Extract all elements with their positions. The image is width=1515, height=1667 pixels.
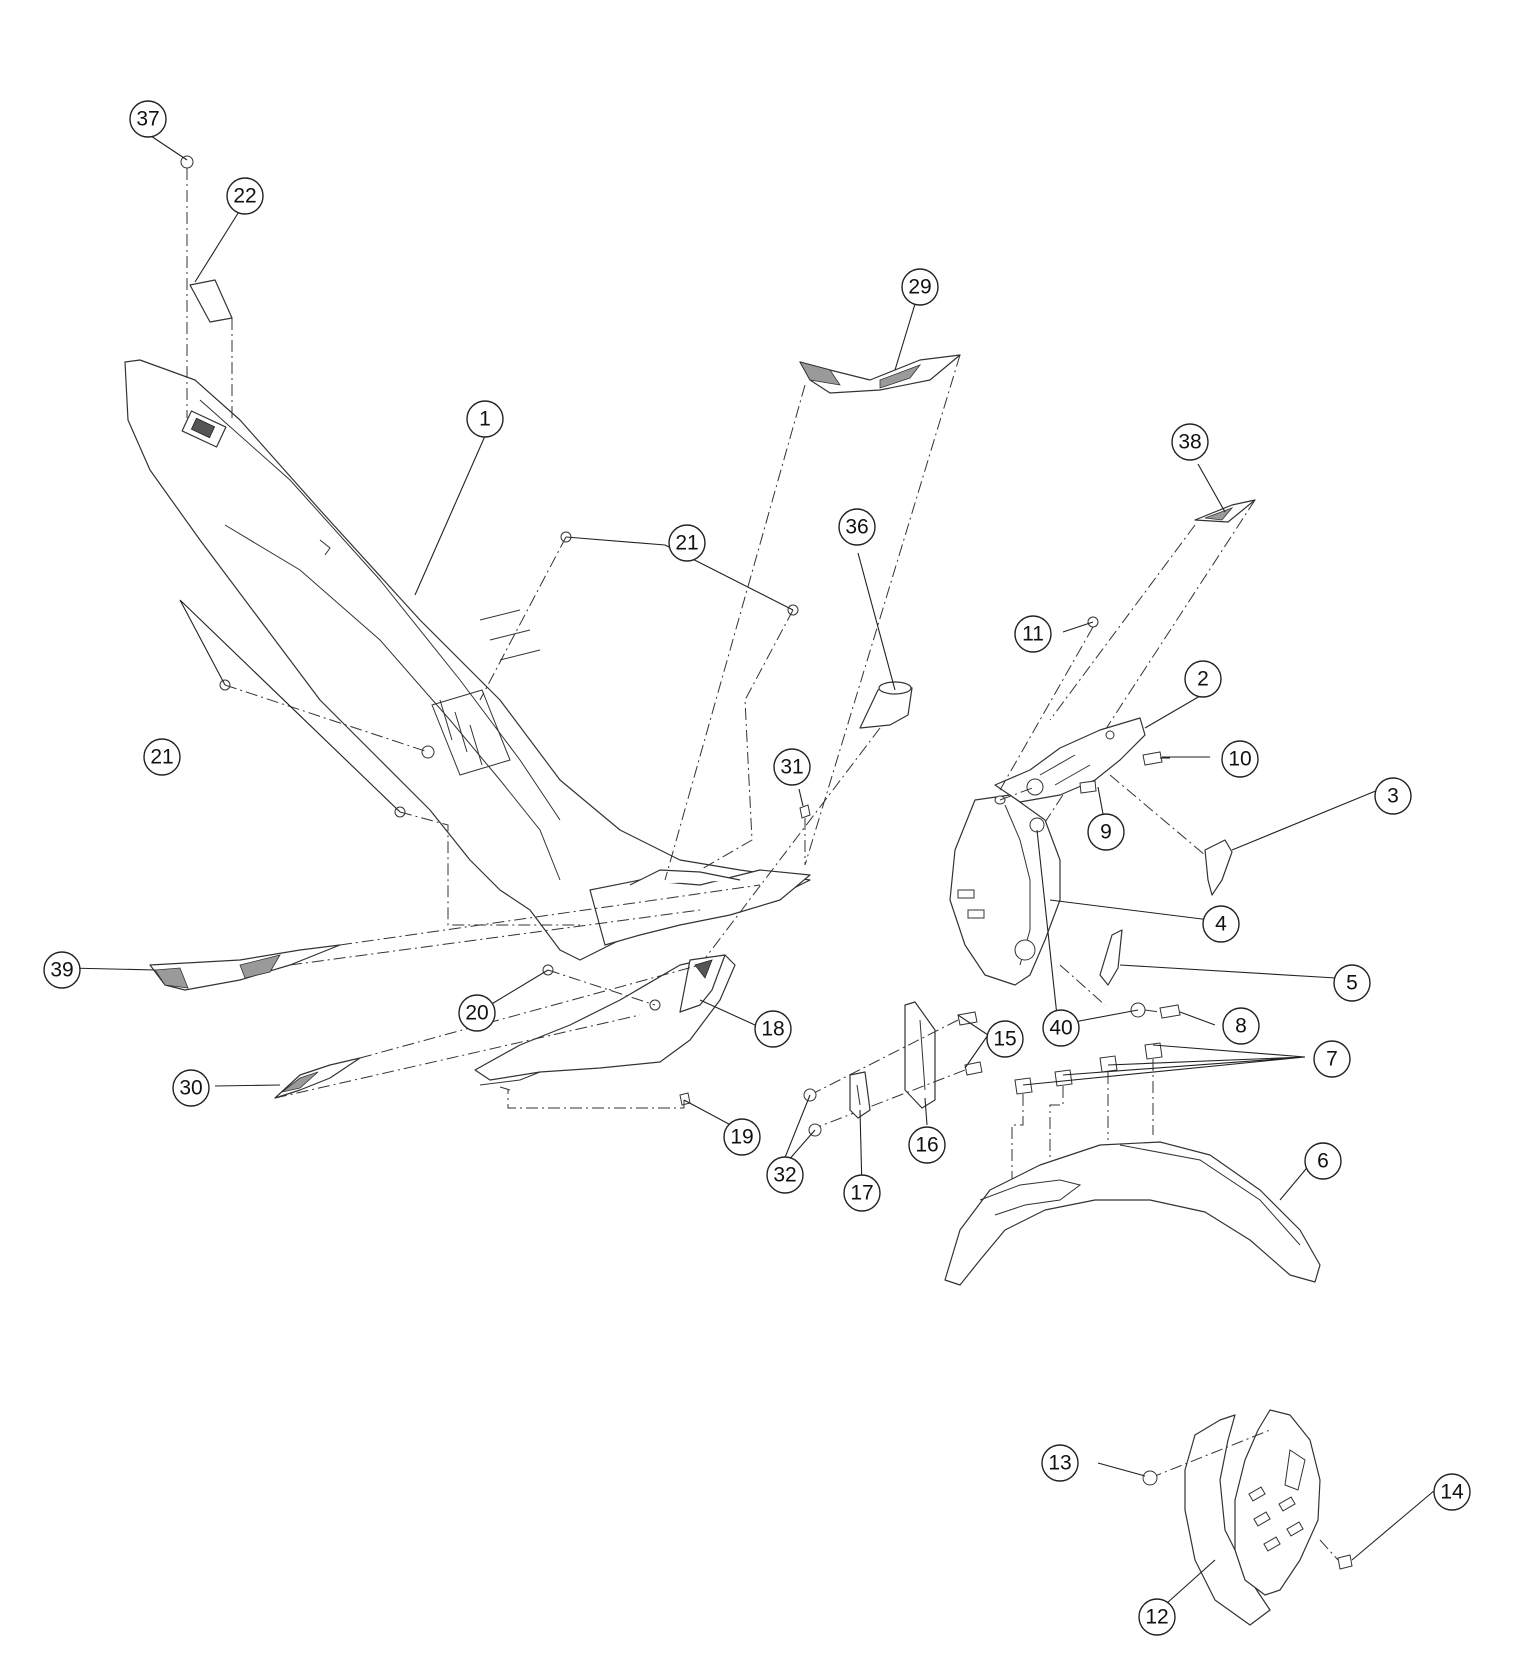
callout-11: 11 [1014, 615, 1052, 653]
part-1-side-cover [124, 359, 811, 961]
svg-text:1: 1 [479, 408, 491, 431]
part-7-bolts [1011, 1042, 1163, 1185]
svg-text:3: 3 [1387, 785, 1399, 808]
svg-text:2: 2 [1197, 668, 1209, 691]
callout-29: 29 [901, 268, 939, 306]
svg-text:37: 37 [136, 108, 159, 131]
part-30-decal [274, 964, 701, 1099]
part-5-bracket [1059, 929, 1123, 1006]
svg-text:30: 30 [179, 1077, 202, 1100]
part-31-clip [799, 804, 811, 865]
callout-36: 36 [838, 508, 876, 546]
callout-7: 7 [1313, 1040, 1351, 1078]
svg-text:17: 17 [850, 1182, 873, 1205]
svg-text:5: 5 [1346, 972, 1358, 995]
svg-text:16: 16 [915, 1134, 938, 1157]
part-22-decal [189, 279, 233, 323]
svg-text:13: 13 [1048, 1452, 1071, 1475]
part-29-decal [664, 354, 961, 881]
callout-14: 14 [1433, 1473, 1471, 1511]
part-20-screw [542, 964, 656, 1006]
callout-4: 4 [1202, 905, 1240, 943]
callout-32: 32 [766, 1156, 804, 1194]
svg-text:7: 7 [1326, 1048, 1338, 1071]
part-12-disc-guard [1149, 1409, 1321, 1626]
part-16-bracket [904, 1001, 936, 1109]
svg-text:29: 29 [908, 276, 931, 299]
svg-text:11: 11 [1022, 623, 1044, 646]
callout-16: 16 [908, 1126, 946, 1164]
part-32-nuts [803, 1088, 822, 1137]
callout-22: 22 [226, 177, 264, 215]
part-8-screw [1144, 1004, 1181, 1019]
callout-19: 19 [723, 1118, 761, 1156]
svg-text:40: 40 [1049, 1017, 1072, 1040]
svg-text:22: 22 [233, 185, 256, 208]
svg-text:9: 9 [1100, 821, 1112, 844]
callout-40: 40 [1042, 1009, 1080, 1047]
part-14-screw [1319, 1539, 1353, 1570]
callout-12: 12 [1138, 1598, 1176, 1636]
callout-30: 30 [172, 1069, 210, 1107]
svg-text:14: 14 [1440, 1481, 1464, 1504]
svg-text:19: 19 [730, 1126, 753, 1149]
part-1-vent-slats [431, 609, 541, 776]
part-17-bracket [849, 1071, 871, 1119]
svg-text:38: 38 [1178, 431, 1201, 454]
part-37-screw [180, 155, 233, 418]
callout-37: 37 [129, 100, 167, 138]
callout-31: 31 [773, 748, 811, 786]
svg-text:21: 21 [675, 532, 698, 555]
svg-text:39: 39 [50, 959, 73, 982]
callout-5: 5 [1333, 964, 1371, 1002]
callout-39: 39 [43, 951, 81, 989]
part-2-upper-mask [994, 717, 1146, 803]
callout-38: 38 [1171, 423, 1209, 461]
callout-15: 15 [986, 1020, 1024, 1058]
svg-text:6: 6 [1317, 1150, 1329, 1173]
callout-1: 1 [466, 400, 504, 438]
callout-6: 6 [1304, 1142, 1342, 1180]
callout-3: 3 [1374, 777, 1412, 815]
callout-2: 2 [1184, 660, 1222, 698]
svg-text:20: 20 [465, 1002, 488, 1025]
callout-10: 10 [1221, 740, 1259, 778]
callout-21-left: 21 [143, 738, 181, 776]
svg-text:36: 36 [845, 516, 868, 539]
leader-lines [67, 133, 1436, 1613]
part-36-grommet [699, 681, 913, 966]
part-3-bracket [1109, 774, 1233, 896]
callout-8: 8 [1222, 1007, 1260, 1045]
callout-13: 13 [1041, 1444, 1079, 1482]
svg-text:4: 4 [1215, 913, 1227, 936]
svg-text:8: 8 [1235, 1015, 1247, 1038]
svg-text:12: 12 [1145, 1606, 1168, 1629]
svg-text:15: 15 [993, 1028, 1016, 1051]
callout-20: 20 [458, 994, 496, 1032]
part-18-lower-cover [474, 954, 736, 1091]
svg-text:18: 18 [761, 1018, 784, 1041]
svg-text:10: 10 [1228, 748, 1251, 771]
part-15-screws [809, 1011, 983, 1131]
part-10-screw [1142, 751, 1210, 766]
part-9-screw [999, 778, 1097, 801]
svg-text:31: 31 [780, 756, 803, 779]
callout-9: 9 [1087, 813, 1125, 851]
part-39-decal [149, 884, 761, 991]
callout-21-upper: 21 [668, 524, 706, 562]
part-6-front-fender [944, 1141, 1321, 1286]
callout-18: 18 [754, 1010, 792, 1048]
part-19-screw [507, 1090, 691, 1109]
svg-text:32: 32 [773, 1164, 796, 1187]
svg-text:21: 21 [150, 746, 173, 769]
callout-17: 17 [843, 1174, 881, 1212]
part-13-nut [1142, 1470, 1158, 1486]
part-4-headlight-housing [949, 794, 1061, 986]
